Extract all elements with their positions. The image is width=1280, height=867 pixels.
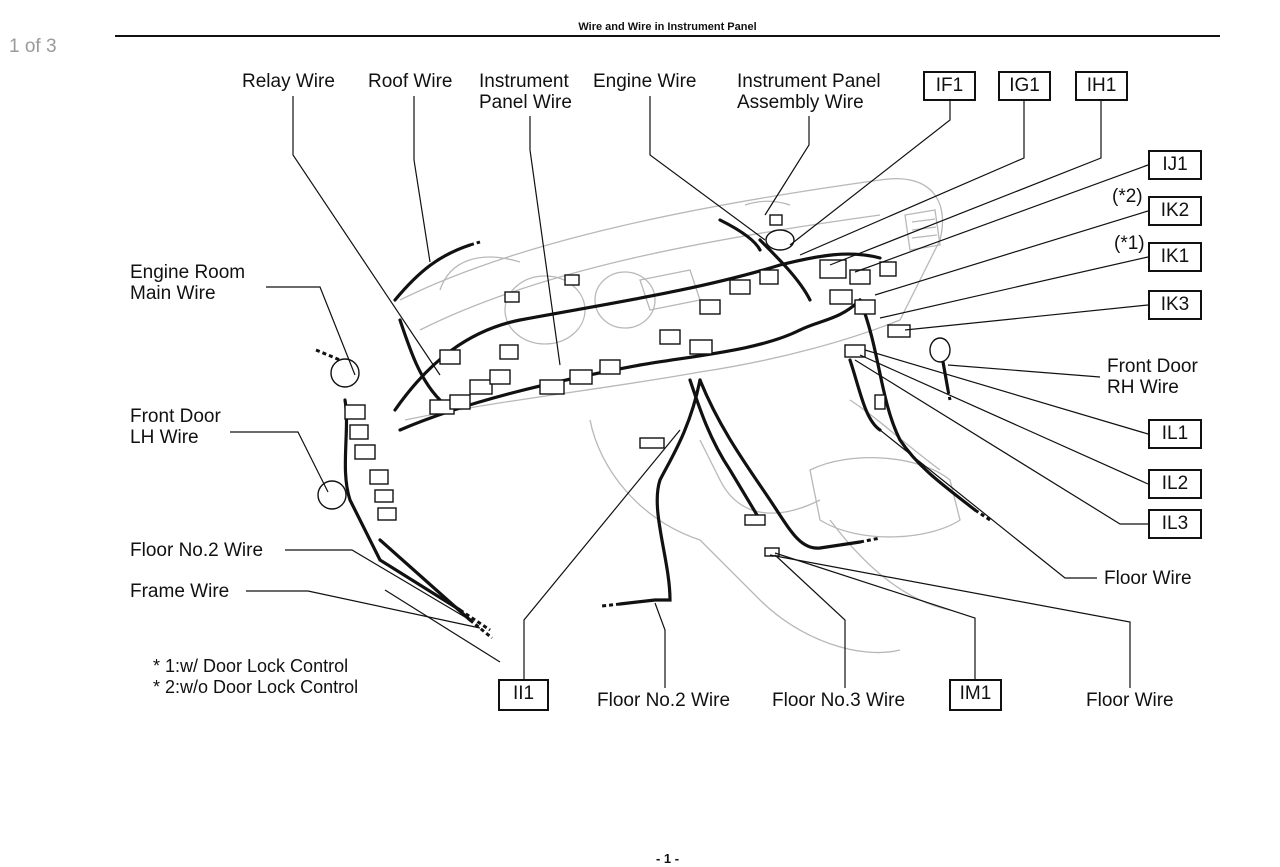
- label-star2: (*2): [1112, 186, 1143, 207]
- label-floor-no2-wire-left: Floor No.2 Wire: [130, 540, 264, 561]
- label-star1: (*1): [1114, 233, 1145, 254]
- label-instrument-panel-assembly-wire: Instrument Panel Assembly Wire: [737, 71, 881, 113]
- connector-box-IG1: IG1: [998, 71, 1051, 101]
- label-line: Instrument Panel: [737, 71, 881, 92]
- label-floor-no3-wire: Floor No.3 Wire: [772, 690, 906, 711]
- label-line: LH Wire: [130, 427, 199, 448]
- label-floor-wire-bottom: Floor Wire: [1086, 690, 1174, 711]
- label-floor-wire-right: Floor Wire: [1104, 568, 1192, 589]
- label-line: Engine Room: [130, 262, 246, 283]
- connector-box-IK1: IK1: [1148, 242, 1202, 272]
- connector-box-IL2: IL2: [1148, 469, 1202, 499]
- page-number: - 1 -: [655, 851, 680, 866]
- connector-box-IJ1: IJ1: [1148, 150, 1202, 180]
- label-front-door-lh-wire: Front Door LH Wire: [130, 406, 221, 448]
- page-counter: 1 of 3: [9, 36, 57, 57]
- connector-box-IL3: IL3: [1148, 509, 1202, 539]
- label-line: Assembly Wire: [737, 92, 864, 113]
- label-line: RH Wire: [1107, 377, 1179, 398]
- label-engine-room-main-wire: Engine Room Main Wire: [130, 262, 245, 304]
- label-instrument-panel-wire: Instrument Panel Wire: [479, 71, 572, 113]
- label-line: Instrument: [479, 71, 569, 92]
- leader-lines: [230, 96, 1149, 688]
- label-roof-wire: Roof Wire: [368, 71, 453, 92]
- label-line: Panel Wire: [479, 92, 572, 113]
- label-floor-no2-wire-bottom: Floor No.2 Wire: [597, 690, 731, 711]
- wire-dash-ends: [315, 240, 991, 640]
- label-front-door-rh-wire: Front Door RH Wire: [1107, 356, 1198, 398]
- connector-box-IL1: IL1: [1148, 419, 1202, 449]
- page-header-title: Wire and Wire in Instrument Panel: [578, 21, 757, 33]
- dashboard-outline: [399, 178, 961, 654]
- label-line: Front Door: [1107, 356, 1198, 377]
- connector-box-IK3: IK3: [1148, 290, 1202, 320]
- label-relay-wire: Relay Wire: [242, 71, 335, 92]
- footnote: * 1:w/ Door Lock Control: [153, 656, 349, 676]
- label-engine-wire: Engine Wire: [593, 71, 697, 92]
- connector-box-IM1: IM1: [949, 679, 1002, 711]
- header-rule: [115, 35, 1220, 37]
- wire-harness: [343, 218, 977, 622]
- label-line: Front Door: [130, 406, 221, 427]
- connector-box-IK2: IK2: [1148, 196, 1202, 226]
- label-line: Main Wire: [130, 283, 216, 304]
- footnote: * 2:w/o Door Lock Control: [153, 677, 359, 697]
- connector-box-IF1: IF1: [923, 71, 976, 101]
- footnotes: * 1:w/ Door Lock Control * 2:w/o Door Lo…: [153, 656, 358, 698]
- connector-box-IH1: IH1: [1075, 71, 1128, 101]
- connector-box-II1: II1: [498, 679, 549, 711]
- label-frame-wire: Frame Wire: [130, 581, 230, 602]
- harness-components: [317, 214, 951, 557]
